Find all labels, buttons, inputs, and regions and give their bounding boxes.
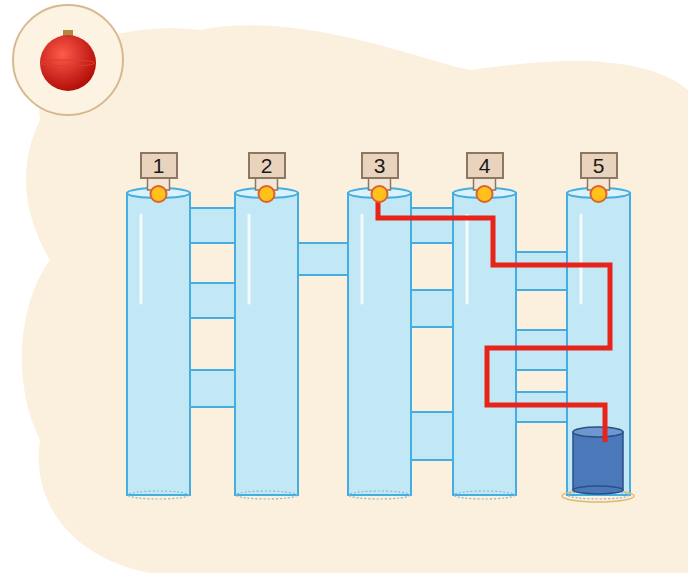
number-tag: 5 [580,152,618,179]
background-cloud [22,25,688,573]
number-tag: 1 [140,152,178,179]
number-tag: 3 [361,152,399,179]
pipe-rung [409,208,455,243]
ornament-icon [13,5,123,115]
tag-number: 2 [261,155,273,176]
pipe-rung [188,208,237,243]
target-cup [562,427,634,502]
tube [453,188,516,499]
number-tag: 2 [248,152,286,179]
tube [348,188,411,499]
tag-number: 4 [479,155,491,176]
pipe-rung [409,412,455,460]
tubes [127,188,630,499]
tube [127,188,190,499]
start-ball [477,186,493,202]
start-ball [372,186,388,202]
tag-fixtures [148,178,610,202]
tube [567,188,630,499]
tube [235,188,298,499]
tag-number: 3 [374,155,386,176]
pipe-rung [514,252,569,290]
start-ball [259,186,275,202]
start-ball [591,186,607,202]
number-tag: 4 [466,152,504,179]
tag-number: 5 [593,155,605,176]
tag-number: 1 [153,155,165,176]
pipe-rung [296,243,350,275]
pipe-rung [188,370,237,407]
pipe-rung [409,290,455,327]
pipe-rung [188,283,237,318]
start-ball [151,186,167,202]
solution-path [378,196,610,442]
